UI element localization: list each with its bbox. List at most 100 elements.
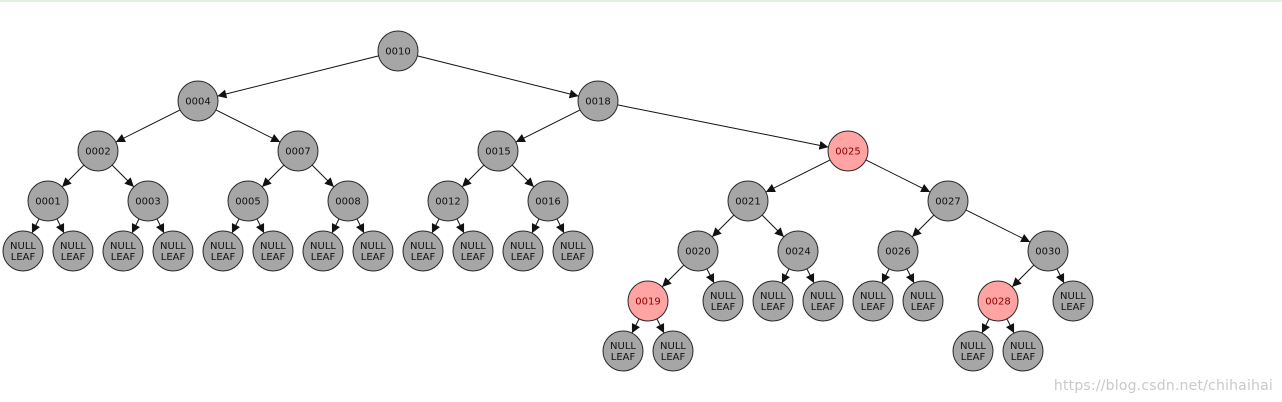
tree-node-n26: 0026 [877,230,919,272]
node-circle [177,80,219,122]
node-circle [877,230,919,272]
tree-node-n21: 0021 [727,180,769,222]
edge-n2-to-n3 [111,164,135,188]
node-circle [677,230,719,272]
node-circle [327,180,369,222]
edge-n18-to-n25 [617,104,829,150]
node-circle [602,330,644,372]
edge-n20-to-n19 [661,264,685,288]
edge-n5-to-l5 [231,218,240,234]
tree-node-n18: 0018 [577,80,619,122]
node-circle [977,280,1019,322]
edge-n21-to-n20 [711,214,735,238]
node-label: 0008 [335,197,360,208]
edge-n10-to-n18 [417,55,579,99]
tree-node-n1: 0001 [27,180,69,222]
tree-node-n24: 0024 [777,230,819,272]
node-circle [252,230,294,272]
edge-n8-to-l7 [331,218,340,234]
node-label: 0001 [35,197,60,208]
node-circle [927,180,969,222]
edge-n25-to-n21 [765,159,831,193]
node-label: 0021 [735,197,760,208]
node-label: 0015 [485,147,510,158]
node-label: 0027 [935,197,960,208]
node-circle [27,180,69,222]
node-label: 0028 [985,297,1010,308]
node-circle [402,230,444,272]
node-label: 0010 [385,47,410,58]
node-label: 0030 [1035,247,1060,258]
watermark-text: https://blog.csdn.net/chihaihai [1053,378,1273,394]
edge-n10-to-n4 [217,55,379,99]
edge-n3-to-l4 [156,218,165,234]
edge-n5-to-l6 [256,218,265,234]
node-circle [227,180,269,222]
node-label: 0016 [535,197,560,208]
edge-n12-to-l9 [431,218,440,234]
node-label: 0026 [885,247,910,258]
node-circle [2,230,44,272]
node-circle [827,130,869,172]
edge-n16-to-l12 [556,218,565,234]
node-circle [1002,330,1044,372]
node-circle [77,130,119,172]
edge-n12-to-l10 [456,218,465,234]
edge-n26-to-l16 [881,268,890,284]
tree-node-n19: 0019 [627,280,669,322]
node-label: 0019 [635,297,660,308]
tree-node-n20: 0020 [677,230,719,272]
edge-n15-to-n16 [511,164,535,188]
top-border-line [0,0,1282,2]
tree-node-n2: 0002 [77,130,119,172]
tree-node-n5: 0005 [227,180,269,222]
node-circle [302,230,344,272]
edge-n28-to-l22 [1006,318,1015,334]
edge-n1-to-l1 [31,218,40,234]
tree-node-n8: 0008 [327,180,369,222]
node-label: 0018 [585,97,610,108]
node-circle [952,330,994,372]
edge-n16-to-l11 [531,218,540,234]
edge-n4-to-n7 [215,109,281,143]
node-label: 0020 [685,247,710,258]
node-circle [727,180,769,222]
node-circle [1027,230,1069,272]
edge-n28-to-l21 [981,318,990,334]
node-label: 0025 [835,147,860,158]
edge-n27-to-n30 [965,209,1031,243]
node-circle [1052,280,1094,322]
tree-node-n10: 0010 [377,30,419,72]
node-circle [552,230,594,272]
edge-n18-to-n15 [515,109,581,143]
edge-n21-to-n24 [761,214,785,238]
edge-n19-to-l20 [656,318,665,334]
node-circle [577,80,619,122]
